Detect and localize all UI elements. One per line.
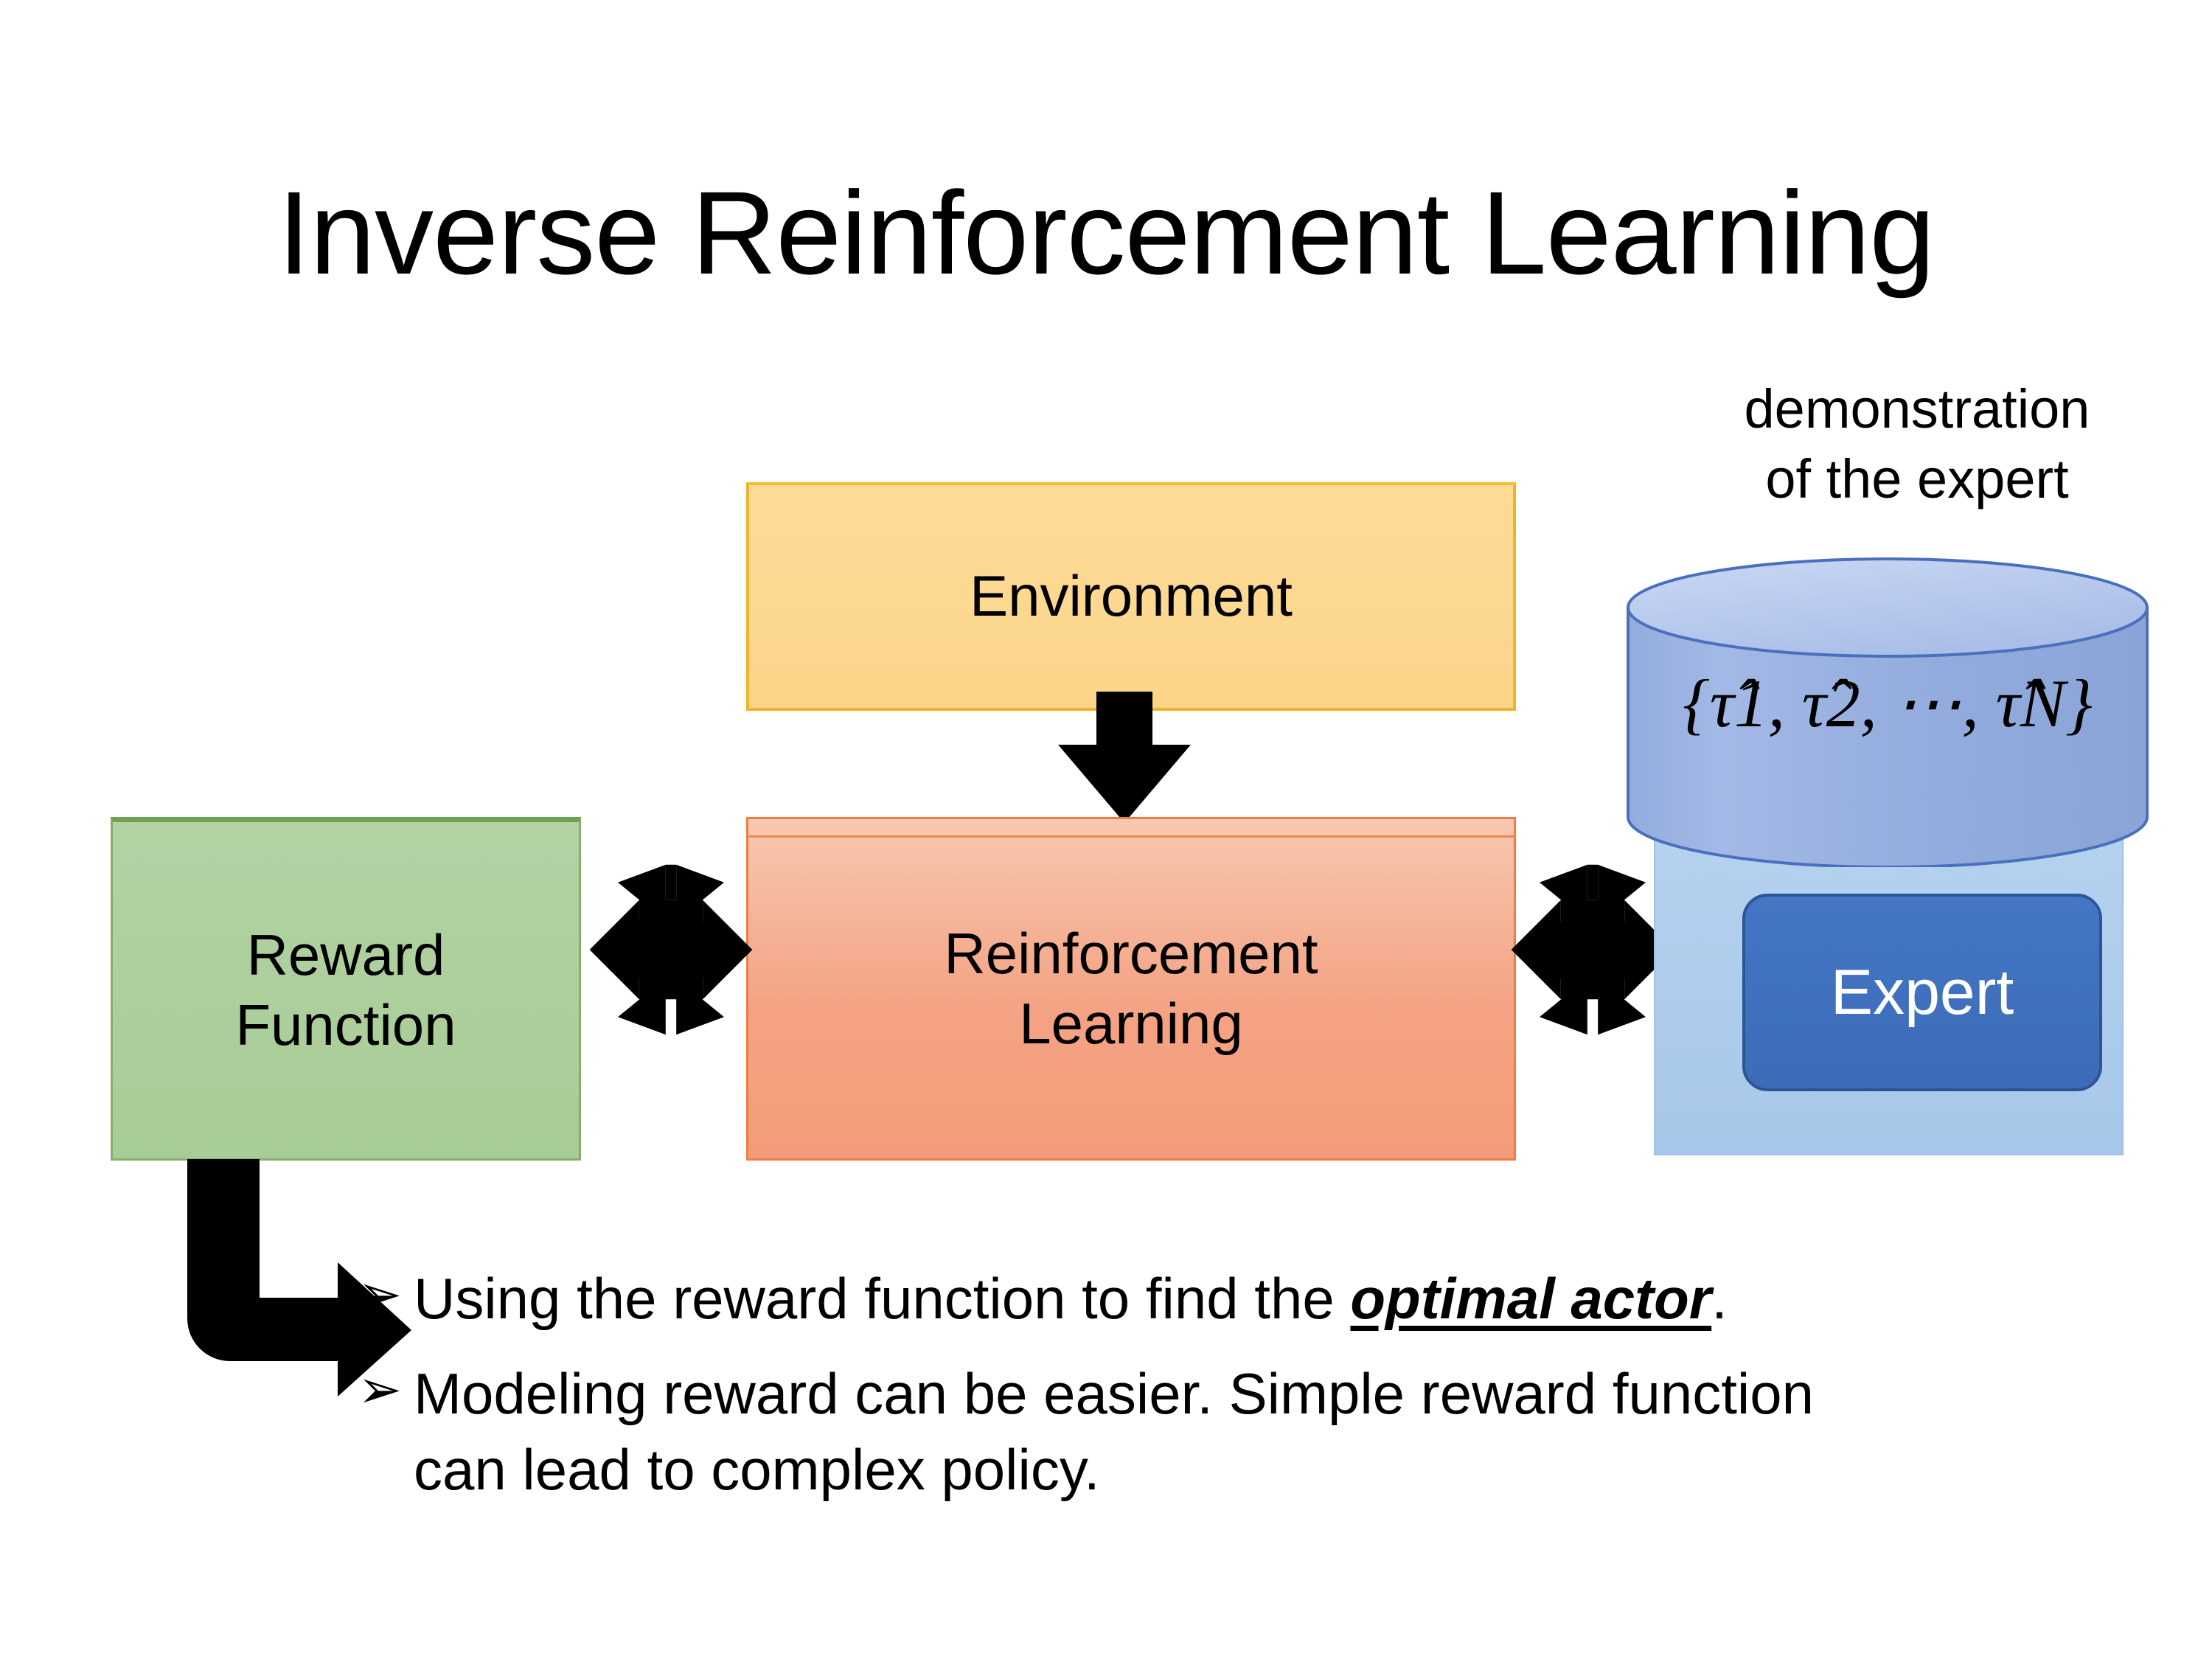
list-item: ➢ Modeling reward can be easier. Simple … — [358, 1356, 2127, 1508]
bullet-2-prefix: Modeling reward can be easier. Simple re… — [414, 1360, 1815, 1502]
reward-function-label: Reward Function — [235, 920, 456, 1060]
bullet-arrow-icon: ➢ — [358, 1360, 403, 1419]
trajectory-cylinder-icon — [1627, 557, 2149, 867]
demonstration-caption-line2: of the expert — [1765, 448, 2069, 509]
list-item: ➢ Using the reward function to find the … — [358, 1261, 2127, 1337]
reward-label-line2: Function — [235, 992, 456, 1057]
expert-node: Expert — [1742, 894, 2102, 1091]
elbow-arrow-icon — [187, 1159, 411, 1397]
expert-label: Expert — [1830, 956, 2014, 1028]
quad-arrow-left-icon — [589, 864, 753, 1035]
bullet-arrow-icon: ➢ — [358, 1265, 403, 1324]
bullet-1-suffix: . — [1711, 1266, 1728, 1331]
rl-box-top-accent — [748, 835, 1514, 838]
rl-label-line2: Learning — [1019, 991, 1243, 1056]
bullet-text-1: Using the reward function to find the op… — [414, 1261, 1728, 1337]
bullet-text-2: Modeling reward can be easier. Simple re… — [414, 1356, 1918, 1508]
bullet-1-prefix: Using the reward function to find the — [414, 1266, 1351, 1331]
reinforcement-learning-node: Reinforcement Learning — [746, 817, 1516, 1161]
quad-arrow-right-icon — [1511, 864, 1674, 1035]
bullet-1-emphasis: optimal actor — [1350, 1266, 1712, 1331]
reward-label-line1: Reward — [246, 922, 445, 987]
demonstration-caption: demonstration of the expert — [1622, 375, 2212, 514]
reward-function-node: Reward Function — [111, 817, 581, 1161]
trajectory-set-label: {τ̂1, τ̂2, ⋯, τ̂N} — [1683, 666, 2093, 741]
bullet-list: ➢ Using the reward function to find the … — [358, 1261, 2127, 1527]
environment-node: Environment — [746, 482, 1516, 711]
reinforcement-learning-label: Reinforcement Learning — [944, 919, 1318, 1059]
rl-label-line1: Reinforcement — [944, 920, 1318, 986]
down-arrow-icon — [1058, 692, 1191, 823]
page-title: Inverse Reinforcement Learning — [277, 167, 1935, 299]
environment-label: Environment — [970, 563, 1293, 629]
demonstration-caption-line1: demonstration — [1744, 378, 2090, 439]
